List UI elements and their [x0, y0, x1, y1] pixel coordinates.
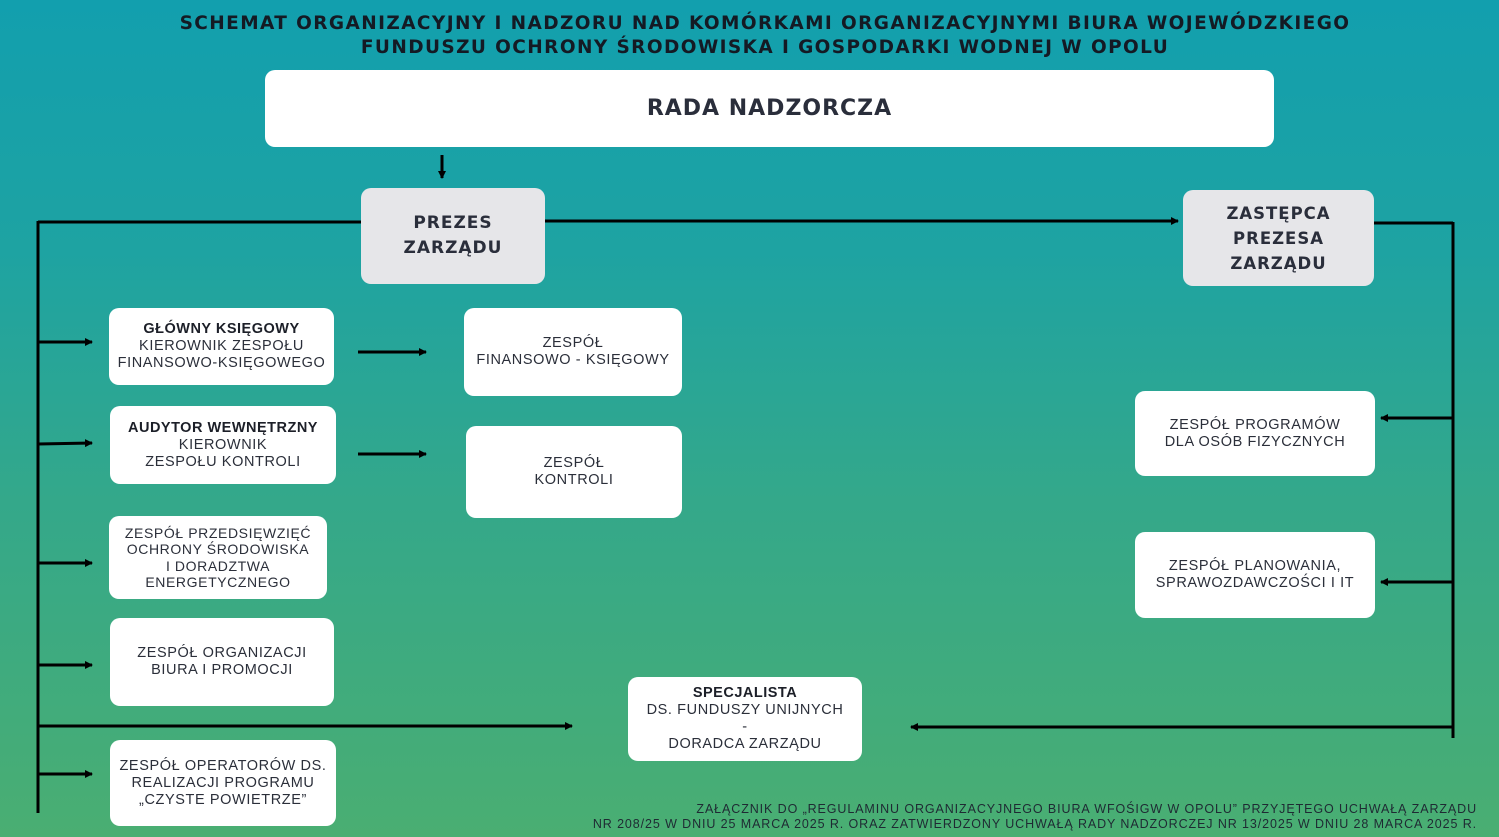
przedsiewziec-line-4: ENERGETYCZNEGO: [145, 574, 291, 590]
glowny-ksiegowy-line-2: FINANSOWO-KSIĘGOWEGO: [117, 355, 326, 371]
rada-label: RADA NADZORCZA: [646, 95, 893, 121]
node-zespol-organizacji: ZESPÓŁ ORGANIZACJI BIURA I PROMOCJI: [110, 618, 334, 706]
node-zespol-przedsiewziec: ZESPÓŁ PRZEDSIĘWZIĘĆ OCHRONY ŚRODOWISKA …: [109, 516, 327, 599]
node-zespol-planowania: ZESPÓŁ PLANOWANIA, SPRAWOZDAWCZOŚCI I IT: [1135, 532, 1375, 618]
audytor-title: AUDYTOR WEWNĘTRZNY: [128, 419, 318, 436]
programow-line-1: ZESPÓŁ PROGRAMÓW: [1169, 416, 1341, 433]
node-zastepca-prezesa: ZASTĘPCA PREZESA ZARZĄDU: [1183, 190, 1374, 286]
prezes-line-2: ZARZĄDU: [403, 238, 503, 258]
operatorow-line-1: ZESPÓŁ OPERATORÓW DS.: [119, 757, 327, 774]
zespol-fk-line-1: ZESPÓŁ: [542, 335, 604, 351]
specjalista-title: SPECJALISTA: [692, 685, 798, 701]
glowny-ksiegowy-title: GŁÓWNY KSIĘGOWY: [143, 321, 300, 337]
specjalista-line-2: -: [742, 719, 748, 735]
specjalista-line-3: DORADCA ZARZĄDU: [668, 736, 822, 752]
audytor-line-1: KIEROWNIK: [178, 436, 268, 453]
planowania-line-2: SPRAWOZDAWCZOŚCI I IT: [1155, 575, 1355, 591]
footer-note: ZAŁĄCZNIK DO „REGULAMINU ORGANIZACYJNEGO…: [593, 802, 1477, 832]
organizacji-line-2: BIURA I PROMOCJI: [151, 662, 293, 678]
zastepca-line-1: ZASTĘPCA: [1226, 203, 1331, 223]
footer-line-2: NR 208/25 W DNIU 25 MARCA 2025 R. ORAZ Z…: [592, 817, 1477, 831]
przedsiewziec-line-1: ZESPÓŁ PRZEDSIĘWZIĘĆ: [124, 524, 312, 541]
zastepca-line-3: ZARZĄDU: [1230, 253, 1327, 273]
audytor-line-2: ZESPOŁU KONTROLI: [145, 453, 301, 470]
footer-line-1: ZAŁĄCZNIK DO „REGULAMINU ORGANIZACYJNEGO…: [696, 802, 1477, 816]
organizacji-line-1: ZESPÓŁ ORGANIZACJI: [137, 645, 307, 661]
zespol-kontroli-line-2: KONTROLI: [534, 472, 614, 488]
arrow-to-audytor: [37, 439, 93, 448]
node-zespol-programow: ZESPÓŁ PROGRAMÓW DLA OSÓB FIZYCZNYCH: [1135, 391, 1375, 476]
zespol-kontroli-line-1: ZESPÓŁ: [543, 455, 605, 471]
operatorow-line-2: REALIZACJI PROGRAMU: [131, 774, 315, 791]
node-rada-nadzorcza: RADA NADZORCZA: [265, 70, 1274, 147]
programow-line-2: DLA OSÓB FIZYCZNYCH: [1164, 433, 1346, 450]
glowny-ksiegowy-line-1: KIEROWNIK ZESPOŁU: [139, 338, 304, 354]
zastepca-line-2: PREZESA: [1233, 228, 1324, 248]
title-line-1: SCHEMAT ORGANIZACYJNY I NADZORU NAD KOMÓ…: [179, 13, 1351, 34]
node-zespol-kontroli: ZESPÓŁ KONTROLI: [466, 426, 682, 518]
node-zespol-finansowo-ksiegowy: ZESPÓŁ FINANSOWO - KSIĘGOWY: [464, 308, 682, 396]
node-specjalista: SPECJALISTA DS. FUNDUSZY UNIJNYCH - DORA…: [628, 677, 862, 761]
title-line-2: FUNDUSZU OCHRONY ŚRODOWISKA I GOSPODARKI…: [360, 37, 1170, 58]
specjalista-line-1: DS. FUNDUSZY UNIJNYCH: [646, 702, 844, 718]
node-prezes-zarzadu: PREZES ZARZĄDU: [361, 188, 545, 284]
node-glowny-ksiegowy: GŁÓWNY KSIĘGOWY KIEROWNIK ZESPOŁU FINANS…: [109, 308, 334, 385]
przedsiewziec-line-2: OCHRONY ŚRODOWISKA: [126, 541, 310, 557]
przedsiewziec-line-3: I DORADZTWA: [165, 557, 271, 574]
chart-title: SCHEMAT ORGANIZACYJNY I NADZORU NAD KOMÓ…: [100, 12, 1430, 60]
node-audytor-wewnetrzny: AUDYTOR WEWNĘTRZNY KIEROWNIK ZESPOŁU KON…: [110, 406, 336, 484]
planowania-line-1: ZESPÓŁ PLANOWANIA,: [1168, 558, 1342, 574]
zespol-fk-line-2: FINANSOWO - KSIĘGOWY: [476, 352, 670, 368]
operatorow-line-3: „CZYSTE POWIETRZE”: [139, 791, 307, 808]
prezes-line-1: PREZES: [413, 213, 493, 233]
node-zespol-operatorow: ZESPÓŁ OPERATORÓW DS. REALIZACJI PROGRAM…: [110, 740, 336, 826]
